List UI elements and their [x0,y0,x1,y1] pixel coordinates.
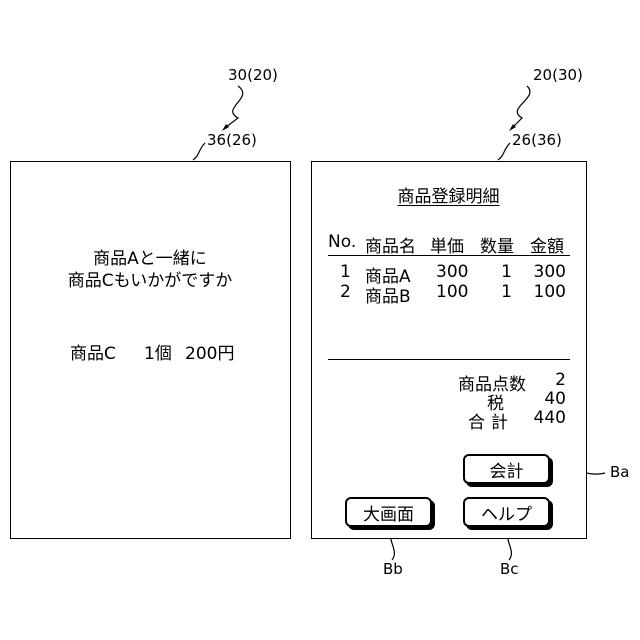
suggestion-line-2: 商品Cもいかがですか [11,266,289,291]
help-button[interactable]: ヘルプ [463,497,550,527]
suggested-product-name: 商品C [70,339,116,364]
row-amount: 300 [526,262,566,282]
header-quantity: 数量 [480,232,514,257]
header-unit-price: 単価 [430,232,464,257]
row-unit-price: 300 [436,262,468,282]
row-product-name: 商品B [365,282,411,307]
leader-36 [193,143,205,160]
leader-26 [498,143,510,160]
item-count-value: 2 [526,370,566,390]
registration-details-title: 商品登録明細 [312,182,585,207]
row-no: 1 [340,262,351,282]
customer-display-screen: 商品Aと一緒に 商品Cもいかがですか 商品C 1個 200円 [10,161,291,539]
header-amount: 金額 [530,232,564,257]
total-label: 合計 [412,408,514,433]
header-product-name: 商品名 [365,232,416,257]
ref-ba: Ba [610,463,629,481]
row-quantity: 1 [482,262,512,282]
row-no: 2 [340,282,351,302]
ref-left-device: 30(20) [228,66,278,84]
suggested-product-qty: 1個 [144,339,172,364]
leader-20-arrow [512,86,530,128]
header-no: No. [328,232,356,252]
checkout-button[interactable]: 会計 [463,454,550,484]
operator-display-screen: 商品登録明細 No. 商品名 単価 数量 金額 1 商品A 300 1 300 … [311,161,587,539]
ref-bc: Bc [500,560,519,578]
row-unit-price: 100 [436,282,468,302]
summary-divider [328,359,570,360]
header-divider [328,255,570,256]
large-screen-button[interactable]: 大画面 [345,497,432,527]
ref-left-screen: 36(26) [207,131,257,149]
total-value: 440 [526,408,566,428]
leader-30-arrow [225,86,243,128]
suggested-product-price: 200円 [185,339,234,364]
row-amount: 100 [526,282,566,302]
row-quantity: 1 [482,282,512,302]
tax-value: 40 [526,389,566,409]
ref-bb: Bb [383,560,403,578]
ref-right-screen: 26(36) [512,131,562,149]
ref-right-device: 20(30) [533,66,583,84]
